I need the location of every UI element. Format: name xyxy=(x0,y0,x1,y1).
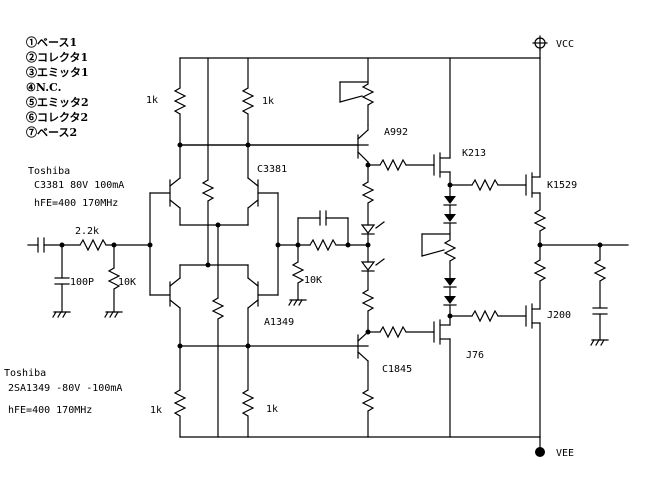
transistor-c1845 xyxy=(357,331,369,362)
legend-pin-4: ④N.C. xyxy=(26,81,61,94)
note-c3381-hfe: hFE=400 170MHz xyxy=(34,198,118,209)
resistor-top-right xyxy=(241,87,255,115)
q-c3381-label: C3381 xyxy=(257,164,287,175)
resistor-driver-lower xyxy=(361,289,375,312)
resistor-source-upper xyxy=(533,209,547,232)
ground-symbol xyxy=(590,339,609,346)
ground-symbol xyxy=(288,299,307,306)
resistor-input xyxy=(79,238,107,252)
led-upper xyxy=(360,221,385,235)
diode-lower-2 xyxy=(443,296,457,306)
mosfet-j76 xyxy=(433,315,451,438)
legend-pin-1: ①ベース1 xyxy=(26,35,77,49)
resistor-source-lower xyxy=(533,259,547,282)
q-k213-label: K213 xyxy=(462,148,486,159)
q-j76-label: J76 xyxy=(466,350,484,361)
resistor-top-left xyxy=(173,87,187,115)
vcc-terminal: VCC xyxy=(532,35,574,51)
vcc-label: VCC xyxy=(556,39,574,50)
r-bot-right-label: 1k xyxy=(266,404,278,415)
note-a1349-hfe: hFE=400 170MHz xyxy=(8,405,92,416)
transistor-a1349-pair xyxy=(149,264,279,347)
note-toshiba-top: Toshiba xyxy=(28,166,70,177)
r-input-shunt-label: 10K xyxy=(118,277,136,288)
resistor-mid-bottom xyxy=(211,297,225,320)
c-input-shunt-label: 100P xyxy=(70,277,94,288)
diode-lower-1 xyxy=(443,278,457,288)
resistor-feedback-shunt xyxy=(291,261,305,284)
resistor-bias-vr xyxy=(443,239,457,262)
q-c1845-label: C1845 xyxy=(382,364,412,375)
legend-pin-7: ⑦ベース2 xyxy=(26,125,77,139)
note-toshiba-bottom: Toshiba xyxy=(4,368,46,379)
q-a992-label: A992 xyxy=(384,127,408,138)
transistor-c3381-pair xyxy=(149,144,279,226)
resistor-bottom-right xyxy=(241,389,255,417)
note-c3381-spec: C3381 80V 100mA xyxy=(34,180,124,191)
ground-symbol xyxy=(52,311,71,318)
r-feedback-shunt-label: 10K xyxy=(304,275,322,286)
ground-symbol xyxy=(104,311,123,318)
legend-pin-6: ⑥コレクタ2 xyxy=(26,110,88,124)
resistor-gate-j76 xyxy=(379,325,407,339)
resistor-bottom-left xyxy=(173,389,187,417)
r-bot-left-label: 1k xyxy=(150,405,162,416)
led-lower xyxy=(360,258,385,272)
resistor-feedback xyxy=(309,238,337,252)
note-a1349-spec: 2SA1349 -80V -100mA xyxy=(8,383,122,394)
diode-upper-1 xyxy=(443,184,457,206)
mosfet-k213 xyxy=(433,57,451,178)
resistor-gate-j200 xyxy=(471,309,499,323)
mosfet-k1529 xyxy=(525,57,541,198)
q-k1529-label: K1529 xyxy=(547,180,577,191)
resistor-driver-upper xyxy=(361,181,375,204)
legend-pin-2: ②コレクタ1 xyxy=(26,50,88,64)
transistor-a992 xyxy=(179,124,369,163)
mosfet-j200 xyxy=(525,303,541,438)
resistor-zobel xyxy=(593,259,607,282)
resistor-gate-k1529 xyxy=(471,178,499,192)
r-top-right-label: 1k xyxy=(262,96,274,107)
r-input-label: 2.2k xyxy=(75,226,99,237)
q-j200-label: J200 xyxy=(547,310,571,321)
legend-pin-3: ③エミッタ1 xyxy=(26,65,89,79)
resistor-mid-top xyxy=(201,179,215,202)
vee-terminal: VEE xyxy=(535,447,574,459)
resistor-gate-k213 xyxy=(379,158,407,172)
resistor-input-shunt xyxy=(107,267,121,290)
diode-upper-2 xyxy=(443,204,457,224)
r-top-left-label: 1k xyxy=(146,95,158,106)
q-a1349-label: A1349 xyxy=(264,317,294,328)
pin-legend: ①ベース1 ②コレクタ1 ③エミッタ1 ④N.C. ⑤エミッタ2 ⑥コレクタ2 … xyxy=(26,35,89,139)
vee-label: VEE xyxy=(556,448,574,459)
resistor-driver-bottom xyxy=(361,389,375,412)
legend-pin-5: ⑤エミッタ2 xyxy=(26,95,89,109)
resistor-vr-top xyxy=(361,83,375,106)
